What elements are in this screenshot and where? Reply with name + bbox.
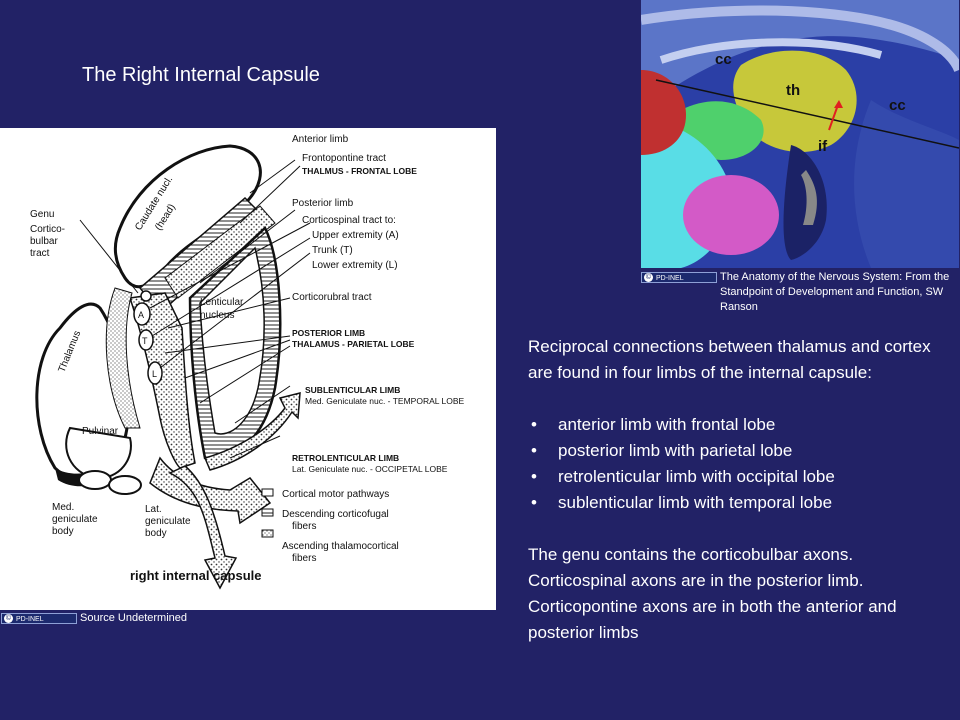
legend-box-ascending [261, 529, 274, 538]
label-sublenticular: SUBLENTICULAR LIMB [305, 385, 400, 395]
label-t: T [142, 336, 148, 346]
legend-box-descending [261, 508, 274, 517]
label-cortico-1: Cortico- [30, 224, 65, 235]
photo-label-cc1: cc [715, 51, 732, 68]
genu-circle [140, 290, 152, 302]
bullet-icon: • [531, 441, 537, 460]
legend-ascending-1: Ascending thalamocortical [282, 541, 399, 552]
label-lat-genic-occipital: Lat. Geniculate nuc. - OCCIPETAL LOBE [292, 464, 448, 474]
label-thalamus-parietal: THALAMUS - PARIETAL LOBE [292, 339, 415, 349]
photo-label-th: th [786, 82, 800, 99]
legend-box-motor [261, 488, 274, 497]
label-l: L [152, 369, 157, 379]
genu-paragraph: The genu contains the corticobulbar axon… [528, 545, 854, 564]
legend-descending-2: fibers [292, 521, 316, 532]
credit-right: The Anatomy of the Nervous System: From … [720, 271, 950, 313]
list-item: •retrolenticular limb with occipital lob… [528, 464, 948, 490]
list-item: •sublenticular limb with temporal lobe [528, 490, 948, 516]
label-med-gen-1: Med. [52, 502, 74, 513]
credit-left: Source Undetermined [80, 612, 188, 624]
label-posterior-limb: Posterior limb [292, 198, 354, 209]
lat-geniculate-shape [108, 475, 142, 495]
license-label: PD-INEL [16, 616, 44, 623]
photo-label-if: if [818, 138, 828, 155]
label-lat-gen-1: Lat. [145, 504, 162, 515]
descending-arrow [168, 465, 238, 590]
label-med-genic-temporal: Med. Geniculate nuc. - TEMPORAL LOBE [305, 396, 465, 406]
med-geniculate-shape [78, 470, 112, 490]
oval-lower [147, 361, 163, 385]
corticopontine-paragraph: Corticopontine axons are in both the ant… [528, 597, 897, 642]
legend-descending-1: Descending corticofugal [282, 509, 389, 520]
cc-icon: © [4, 614, 13, 623]
label-retrolenticular: RETROLENTICULAR LIMB [292, 453, 399, 463]
legend-ascending-2: fibers [292, 553, 316, 564]
limb-list: •anterior limb with frontal lobe •poster… [528, 412, 948, 516]
label-post-limb-caps: POSTERIOR LIMB [292, 328, 365, 338]
bullet-icon: • [531, 467, 537, 486]
license-badge-right[interactable]: ©PD-INEL [641, 272, 717, 283]
label-lower: Lower extremity (L) [312, 260, 398, 271]
license-badge-left[interactable]: ©PD-INEL [1, 613, 77, 624]
label-lat-gen-3: body [145, 528, 167, 539]
label-corticorubral: Corticorubral tract [292, 292, 372, 303]
body-text: Reciprocal connections between thalamus … [528, 334, 948, 646]
bullet-icon: • [531, 415, 537, 434]
label-lenticular-2: nucleus [200, 310, 234, 321]
label-corticospinal: Corticospinal tract to: [302, 215, 396, 226]
brain-section-image: cc th cc if [640, 0, 960, 268]
label-thalmus-frontal: THALMUS - FRONTAL LOBE [302, 166, 417, 176]
red-region [641, 70, 686, 155]
photo-label-cc2: cc [889, 97, 906, 114]
label-pulvinar: Pulvinar [82, 426, 119, 437]
license-label: PD-INEL [656, 275, 684, 282]
label-cortico-2: bulbar [30, 236, 58, 247]
label-a: A [138, 310, 144, 320]
magenta-region [683, 175, 779, 255]
bullet-icon: • [531, 493, 537, 512]
section-line [655, 79, 960, 149]
slide-title: The Right Internal Capsule [82, 64, 320, 86]
intro-paragraph: Reciprocal connections between thalamus … [528, 337, 931, 382]
oval-upper [133, 302, 151, 326]
oval-trunk [138, 329, 154, 351]
label-genu: Genu [30, 209, 54, 220]
sublenticular-arrow [203, 392, 301, 471]
label-upper: Upper extremity (A) [312, 230, 399, 241]
corticospinal-paragraph: Corticospinal axons are in the posterior… [528, 571, 864, 590]
label-anterior-limb: Anterior limb [292, 134, 349, 145]
list-item: •posterior limb with parietal lobe [528, 438, 948, 464]
legend-motor: Cortical motor pathways [282, 489, 389, 500]
diagram-caption: right internal capsule [130, 568, 261, 583]
label-med-gen-3: body [52, 526, 74, 537]
cc-icon: © [644, 273, 653, 282]
thalamus-region [733, 50, 857, 153]
list-item: •anterior limb with frontal lobe [528, 412, 948, 438]
internal-capsule-diagram: Anterior limb Frontopontine tract THALMU… [0, 128, 496, 610]
label-trunk: Trunk (T) [312, 245, 353, 256]
label-cortico-3: tract [30, 248, 50, 259]
label-lenticular-1: Lenticular [200, 297, 244, 308]
label-frontopontine: Frontopontine tract [302, 153, 386, 164]
label-med-gen-2: geniculate [52, 514, 98, 525]
label-lat-gen-2: geniculate [145, 516, 191, 527]
